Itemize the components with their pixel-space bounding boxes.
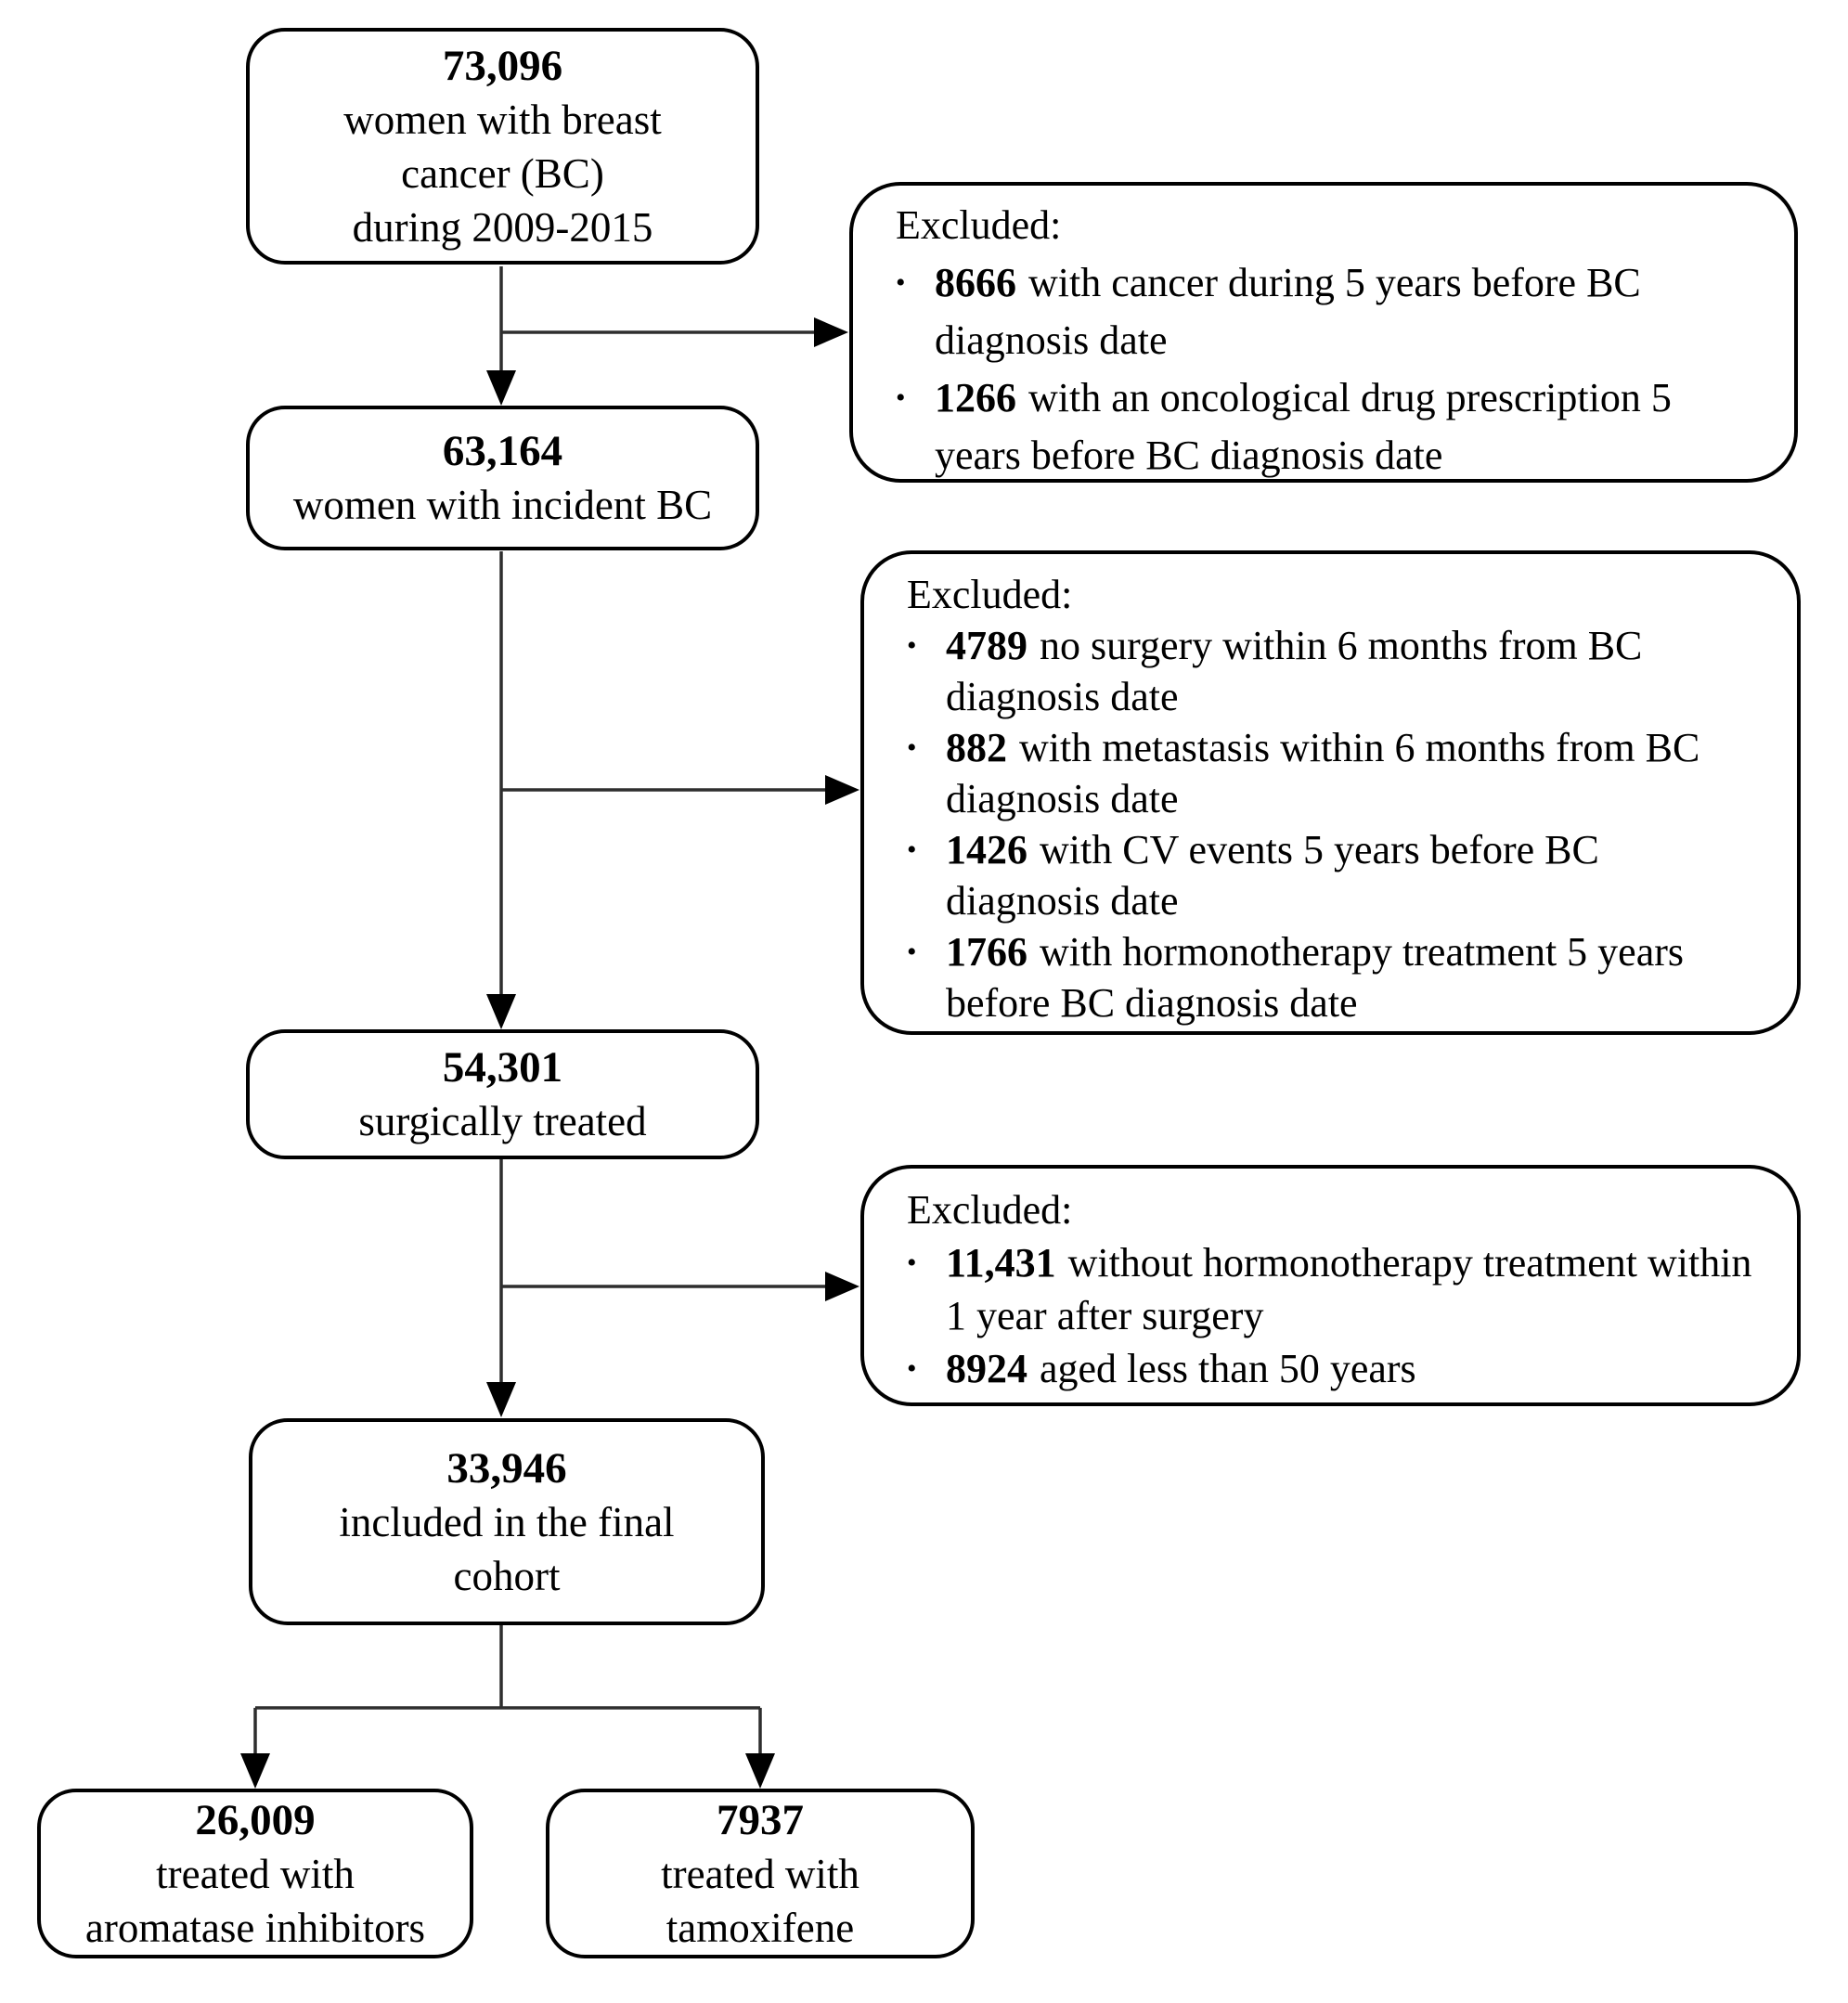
exclusion-count: 8666 — [935, 260, 1016, 305]
bullet-icon: • — [896, 267, 906, 298]
exclusion-count: 882 — [946, 725, 1007, 770]
exclusion-item: • 8924 aged less than 50 years — [907, 1342, 1771, 1395]
exclusion-count: 4789 — [946, 623, 1027, 668]
arrowhead-a-b — [486, 370, 516, 406]
arrowhead-left-branch — [240, 1753, 270, 1789]
flow-box-aromatase-inhibitors: 26,009 treated with aromatase inhibitors — [37, 1789, 473, 1958]
arrowhead-exclusion-2 — [825, 775, 859, 805]
bullet-icon: • — [907, 1353, 917, 1384]
surgery-count: 54,301 — [442, 1043, 563, 1092]
arrowhead-c-d — [486, 1382, 516, 1417]
population-count: 73,096 — [442, 41, 563, 90]
arrowhead-exclusion-1 — [814, 317, 848, 347]
exclusion-text: no surgery within 6 months from BC diagn… — [946, 623, 1643, 719]
tamoxifene-label: treated with tamoxifene — [661, 1850, 859, 1951]
bullet-icon: • — [907, 937, 917, 967]
exclusion-count: 11,431 — [946, 1240, 1056, 1286]
incident-label: women with incident BC — [292, 482, 713, 528]
exclusion-3-title: Excluded: — [907, 1187, 1073, 1233]
cohort-label: included in the final cohort — [339, 1498, 675, 1599]
aromatase-label: treated with aromatase inhibitors — [84, 1850, 426, 1951]
flow-box-incident-bc: 63,164 women with incident BC — [246, 406, 759, 550]
flow-box-final-cohort: 33,946 included in the final cohort — [249, 1418, 765, 1625]
flow-box-initial-population: 73,096 women with breast cancer (BC) dur… — [246, 28, 759, 265]
bullet-icon: • — [896, 382, 906, 413]
exclusion-2-title: Excluded: — [907, 572, 1073, 617]
arrowhead-exclusion-3 — [825, 1272, 859, 1301]
flow-box-tamoxifene: 7937 treated with tamoxifene — [546, 1789, 975, 1958]
tamoxifene-count: 7937 — [717, 1795, 804, 1844]
exclusion-1-title: Excluded: — [896, 202, 1062, 248]
exclusion-count: 1766 — [946, 929, 1027, 975]
exclusion-text: with an oncological drug prescription 5 … — [935, 375, 1672, 478]
exclusion-count: 8924 — [946, 1346, 1027, 1391]
exclusion-count: 1426 — [946, 827, 1027, 872]
exclusion-text: with cancer during 5 years before BC dia… — [935, 260, 1641, 363]
exclusion-text: without hormonotherapy treatment within … — [946, 1240, 1752, 1338]
arrowhead-b-c — [486, 994, 516, 1029]
exclusion-text: with metastasis within 6 months from BC … — [946, 725, 1700, 821]
aromatase-count: 26,009 — [195, 1795, 316, 1844]
bullet-icon: • — [907, 630, 917, 661]
arrowhead-right-branch — [745, 1753, 775, 1789]
flow-box-surgically-treated: 54,301 surgically treated — [246, 1029, 759, 1159]
surgery-label: surgically treated — [358, 1098, 647, 1144]
exclusion-count: 1266 — [935, 375, 1016, 420]
exclusion-text: with hormonotherapy treatment 5 years be… — [946, 929, 1685, 1026]
exclusion-text: with CV events 5 years before BC diagnos… — [946, 827, 1599, 924]
incident-count: 63,164 — [442, 427, 563, 475]
bullet-icon: • — [907, 834, 917, 865]
population-label: women with breast cancer (BC) during 200… — [343, 96, 662, 251]
bullet-icon: • — [907, 1247, 917, 1278]
bullet-icon: • — [907, 732, 917, 763]
exclusion-text: aged less than 50 years — [1040, 1346, 1416, 1391]
cohort-count: 33,946 — [446, 1443, 567, 1493]
